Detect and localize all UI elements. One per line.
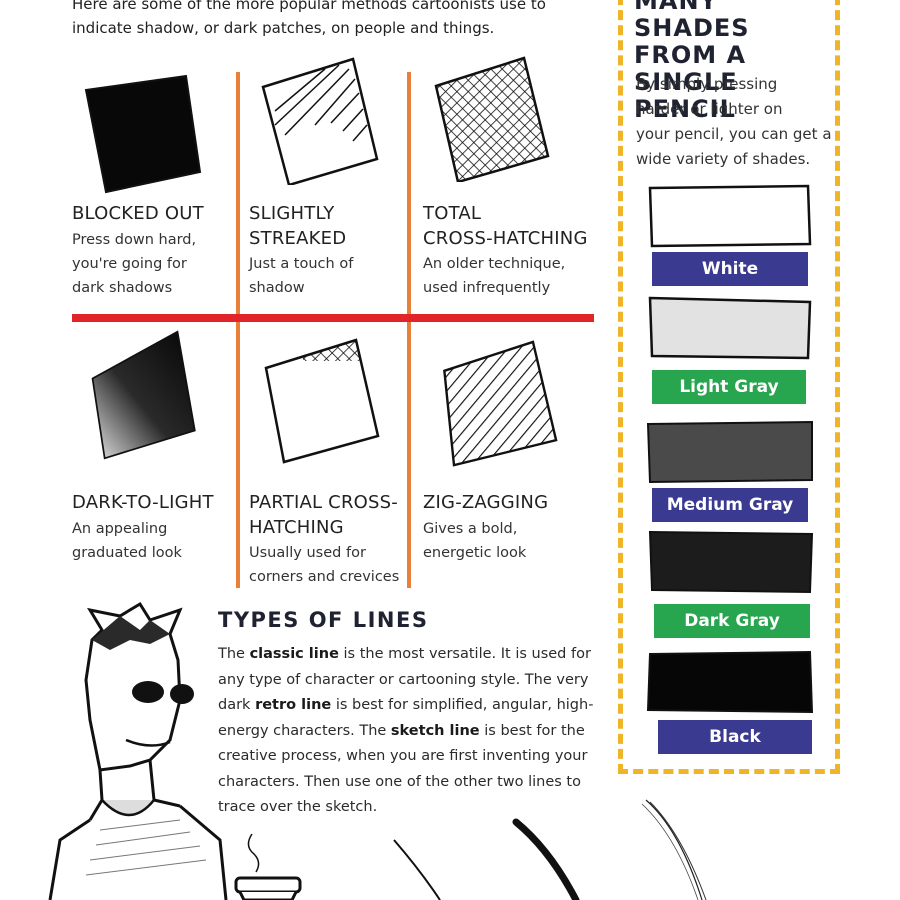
body-text: is best for simplified, angular, high-en… (218, 697, 594, 739)
shade-label: White (652, 252, 808, 286)
types-of-lines-heading: TYPES OF LINES (218, 608, 429, 632)
classic-line-term: classic line (249, 646, 339, 662)
body-text: The (218, 646, 250, 662)
panel-title: MANY SHADES FROM A SINGLE PENCIL (634, 0, 750, 123)
body-text: is the most versatile. It is used for an… (218, 646, 591, 713)
total-cross-hatching-swatch (434, 56, 550, 182)
shade-swatch-white (648, 184, 812, 248)
technique-title: ZIG-ZAGGING (423, 492, 549, 513)
technique-desc: Gives a bold, energetic look (423, 521, 527, 561)
divider-vertical-right (407, 72, 411, 588)
retro-line-term: retro line (255, 697, 332, 713)
body-text: is best for the creative process, when y… (218, 722, 588, 816)
shade-label: Dark Gray (654, 604, 810, 638)
technique-desc: An appealing graduated look (72, 521, 182, 561)
types-of-lines-body: The classic line is the most versatile. … (218, 642, 608, 821)
technique-title: PARTIAL CROSS- HATCHING (249, 492, 398, 538)
shade-label: Black (658, 720, 812, 754)
divider-horizontal (72, 314, 594, 322)
blocked-out-swatch (84, 74, 202, 194)
shade-swatch-medium-gray (646, 420, 813, 484)
technique-desc: Press down hard, you're going for dark s… (72, 232, 197, 296)
shade-swatch-black (646, 650, 814, 714)
shade-label: Light Gray (652, 370, 806, 404)
technique-desc: Just a touch of shadow (249, 256, 354, 296)
cartoon-character-illustration (48, 601, 228, 900)
sketch-line-term: sketch line (390, 722, 480, 739)
slightly-streaked-swatch (261, 57, 379, 185)
divider-vertical-left (236, 72, 240, 588)
partial-cross-hatching-swatch (264, 338, 380, 464)
line-samples-illustration (393, 799, 707, 900)
shade-label: Medium Gray (652, 488, 808, 522)
technique-title: DARK-TO-LIGHT (72, 492, 214, 513)
technique-desc: An older technique, used infrequently (423, 256, 566, 296)
technique-title: BLOCKED OUT (72, 203, 204, 224)
intro-text: Here are some of the more popular method… (72, 0, 546, 37)
shade-swatch-light-gray (648, 296, 812, 360)
technique-title: SLIGHTLY STREAKED (249, 203, 347, 249)
dark-to-light-swatch (91, 330, 196, 460)
technique-title: TOTAL CROSS-HATCHING (423, 203, 588, 249)
coffee-cup-illustration (234, 833, 302, 900)
shade-swatch-dark-gray (648, 530, 814, 594)
zig-zagging-swatch (443, 340, 558, 467)
technique-desc: Usually used for corners and crevices (249, 545, 400, 585)
panel-description: By simply pressing harder or lighter on … (636, 75, 832, 168)
shades-panel (618, 0, 840, 774)
